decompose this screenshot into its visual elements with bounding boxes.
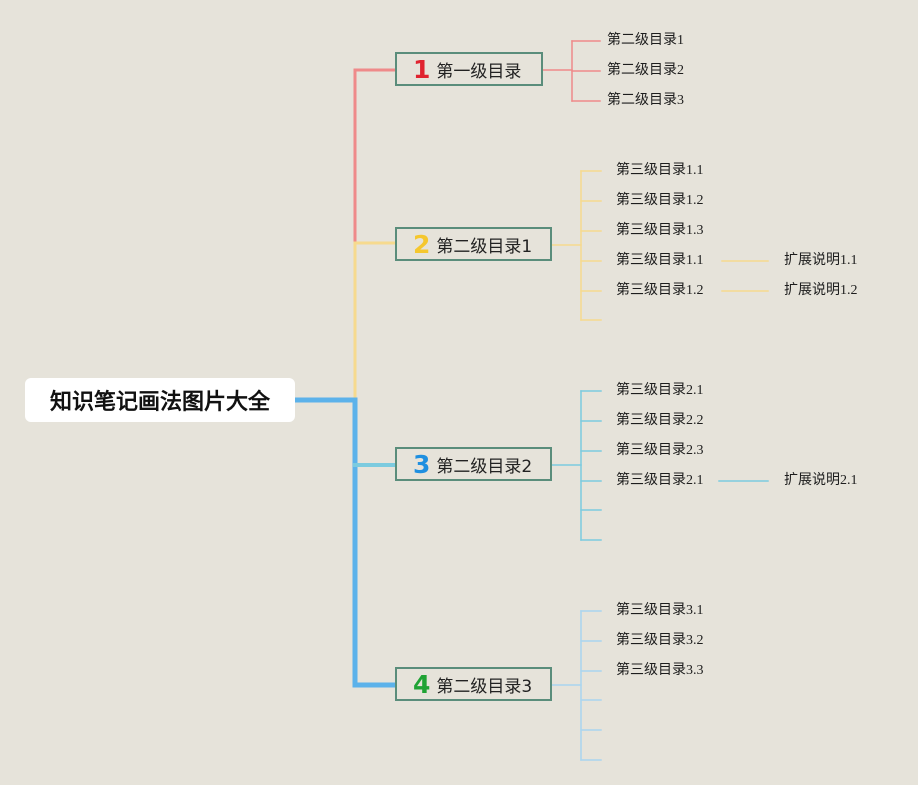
note-3-4[interactable]: 扩展说明2.1 [784, 473, 858, 488]
note-2-4[interactable]: 扩展说明1.1 [784, 253, 858, 268]
branch-label: 第二级目录1 [436, 236, 533, 257]
branch-topic-4[interactable]: 4 第二级目录3 [395, 667, 552, 701]
number-4-icon: 4 [413, 669, 431, 699]
subtopic-2-1[interactable]: 第三级目录1.1 [616, 163, 704, 178]
subtopic-2-2[interactable]: 第三级目录1.2 [616, 193, 704, 208]
subtopic-3-4[interactable]: 第三级目录2.1 [616, 473, 704, 488]
number-1-icon: 1 [413, 54, 431, 84]
subtopic-1-3[interactable]: 第二级目录3 [607, 93, 684, 108]
branch-topic-3[interactable]: 3 第二级目录2 [395, 447, 552, 481]
branch-label: 第二级目录3 [436, 676, 533, 697]
branch-topic-2[interactable]: 2 第二级目录1 [395, 227, 552, 261]
note-2-5[interactable]: 扩展说明1.2 [784, 283, 858, 298]
branch-label: 第一级目录 [436, 61, 522, 82]
subtopic-2-3[interactable]: 第三级目录1.3 [616, 223, 704, 238]
root-topic[interactable]: 知识笔记画法图片大全 [25, 378, 295, 422]
subtopic-2-4[interactable]: 第三级目录1.1 [616, 253, 704, 268]
subtopic-3-1[interactable]: 第三级目录2.1 [616, 383, 704, 398]
subtopic-2-5[interactable]: 第三级目录1.2 [616, 283, 704, 298]
subtopic-4-3[interactable]: 第三级目录3.3 [616, 663, 704, 678]
subtopic-1-2[interactable]: 第二级目录2 [607, 63, 684, 78]
number-2-icon: 2 [413, 229, 431, 259]
branch-label: 第二级目录2 [436, 456, 533, 477]
subtopic-1-1[interactable]: 第二级目录1 [607, 33, 684, 48]
number-3-icon: 3 [413, 449, 431, 479]
branch-topic-1[interactable]: 1 第一级目录 [395, 52, 543, 86]
subtopic-3-3[interactable]: 第三级目录2.3 [616, 443, 704, 458]
subtopic-4-2[interactable]: 第三级目录3.2 [616, 633, 704, 648]
subtopic-3-2[interactable]: 第三级目录2.2 [616, 413, 704, 428]
subtopic-4-1[interactable]: 第三级目录3.1 [616, 603, 704, 618]
